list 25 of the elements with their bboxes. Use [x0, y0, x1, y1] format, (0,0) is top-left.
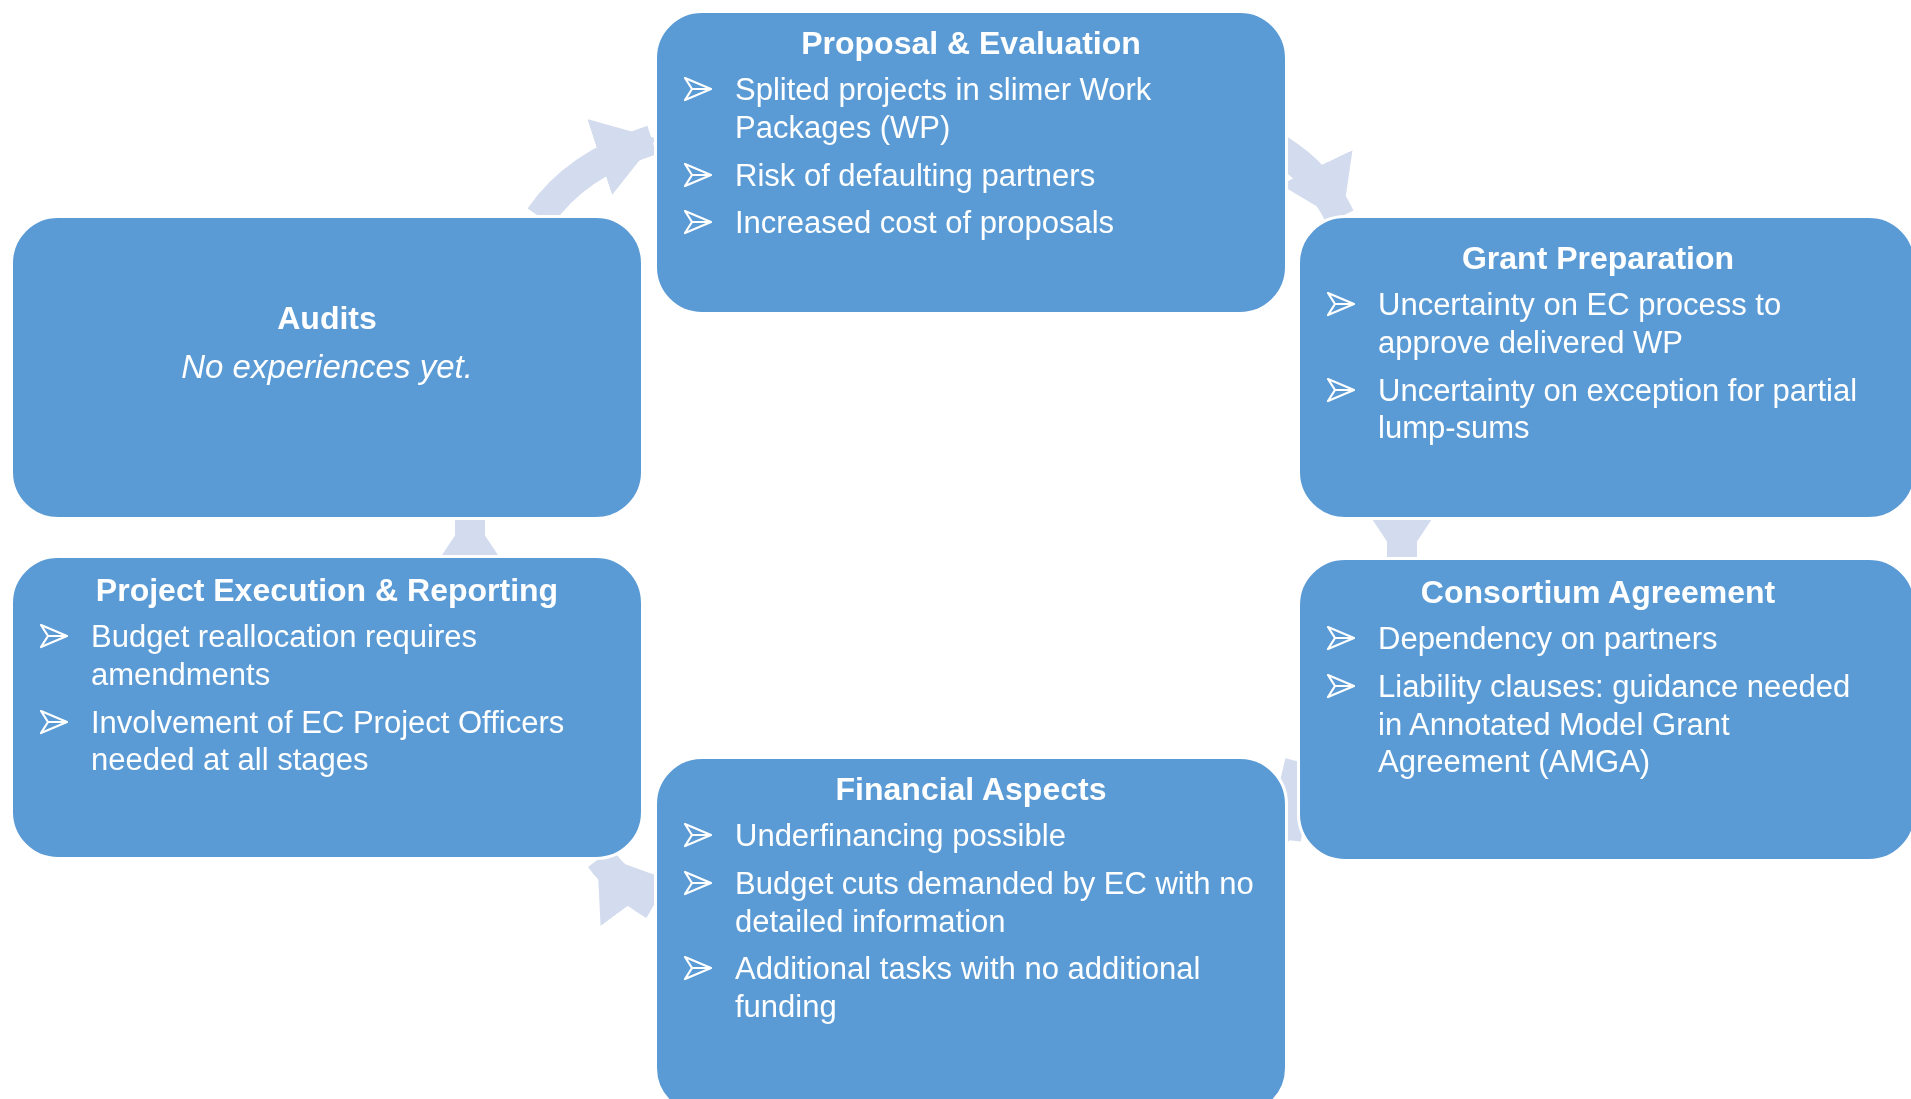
process-box — [654, 10, 1288, 315]
box-heading: Audits — [276, 299, 378, 338]
bullet-text: Uncertainty on EC process to approve delivered WP — [1378, 286, 1783, 362]
process-box — [10, 215, 644, 520]
box-heading: Financial Aspects — [834, 770, 1108, 809]
bullet-text: Additional tasks with no additional funding — [735, 950, 1202, 1027]
bullet-text: Increased cost of proposals — [735, 204, 1115, 243]
bullet-text: Dependency on partners — [1378, 620, 1718, 658]
bullet-text: Risk of defaulting partners — [735, 156, 1096, 195]
bullet-text: Budget reallocation requires amendments — [91, 618, 479, 694]
process-box — [654, 756, 1288, 1099]
bullet-text: Underfinancing possible — [735, 817, 1066, 855]
bullet-text: Splited projects in slimer Work Packages (WP) — [735, 71, 1153, 147]
process-box — [1297, 215, 1911, 520]
box-heading: Project Execution & Reporting — [94, 571, 560, 610]
box-heading: Consortium Agreement — [1419, 573, 1777, 612]
process-box — [1297, 557, 1911, 862]
bullet-text: Budget cuts demanded by EC with no detailed information — [735, 864, 1255, 941]
box-heading: Grant Preparation — [1460, 239, 1736, 278]
bullet-text: Liability clauses: guidance needed in Annotated Model Grant Agreement (AMGA) — [1378, 667, 1852, 782]
bullet-text: Involvement of EC Project Officers needed at all stages — [91, 703, 566, 780]
process-box — [10, 555, 644, 860]
bullet-text: Uncertainty on exception for partial lump-sums — [1378, 371, 1859, 448]
box-heading: Proposal & Evaluation — [800, 24, 1142, 63]
note-text: No experiences yet. — [180, 347, 474, 387]
